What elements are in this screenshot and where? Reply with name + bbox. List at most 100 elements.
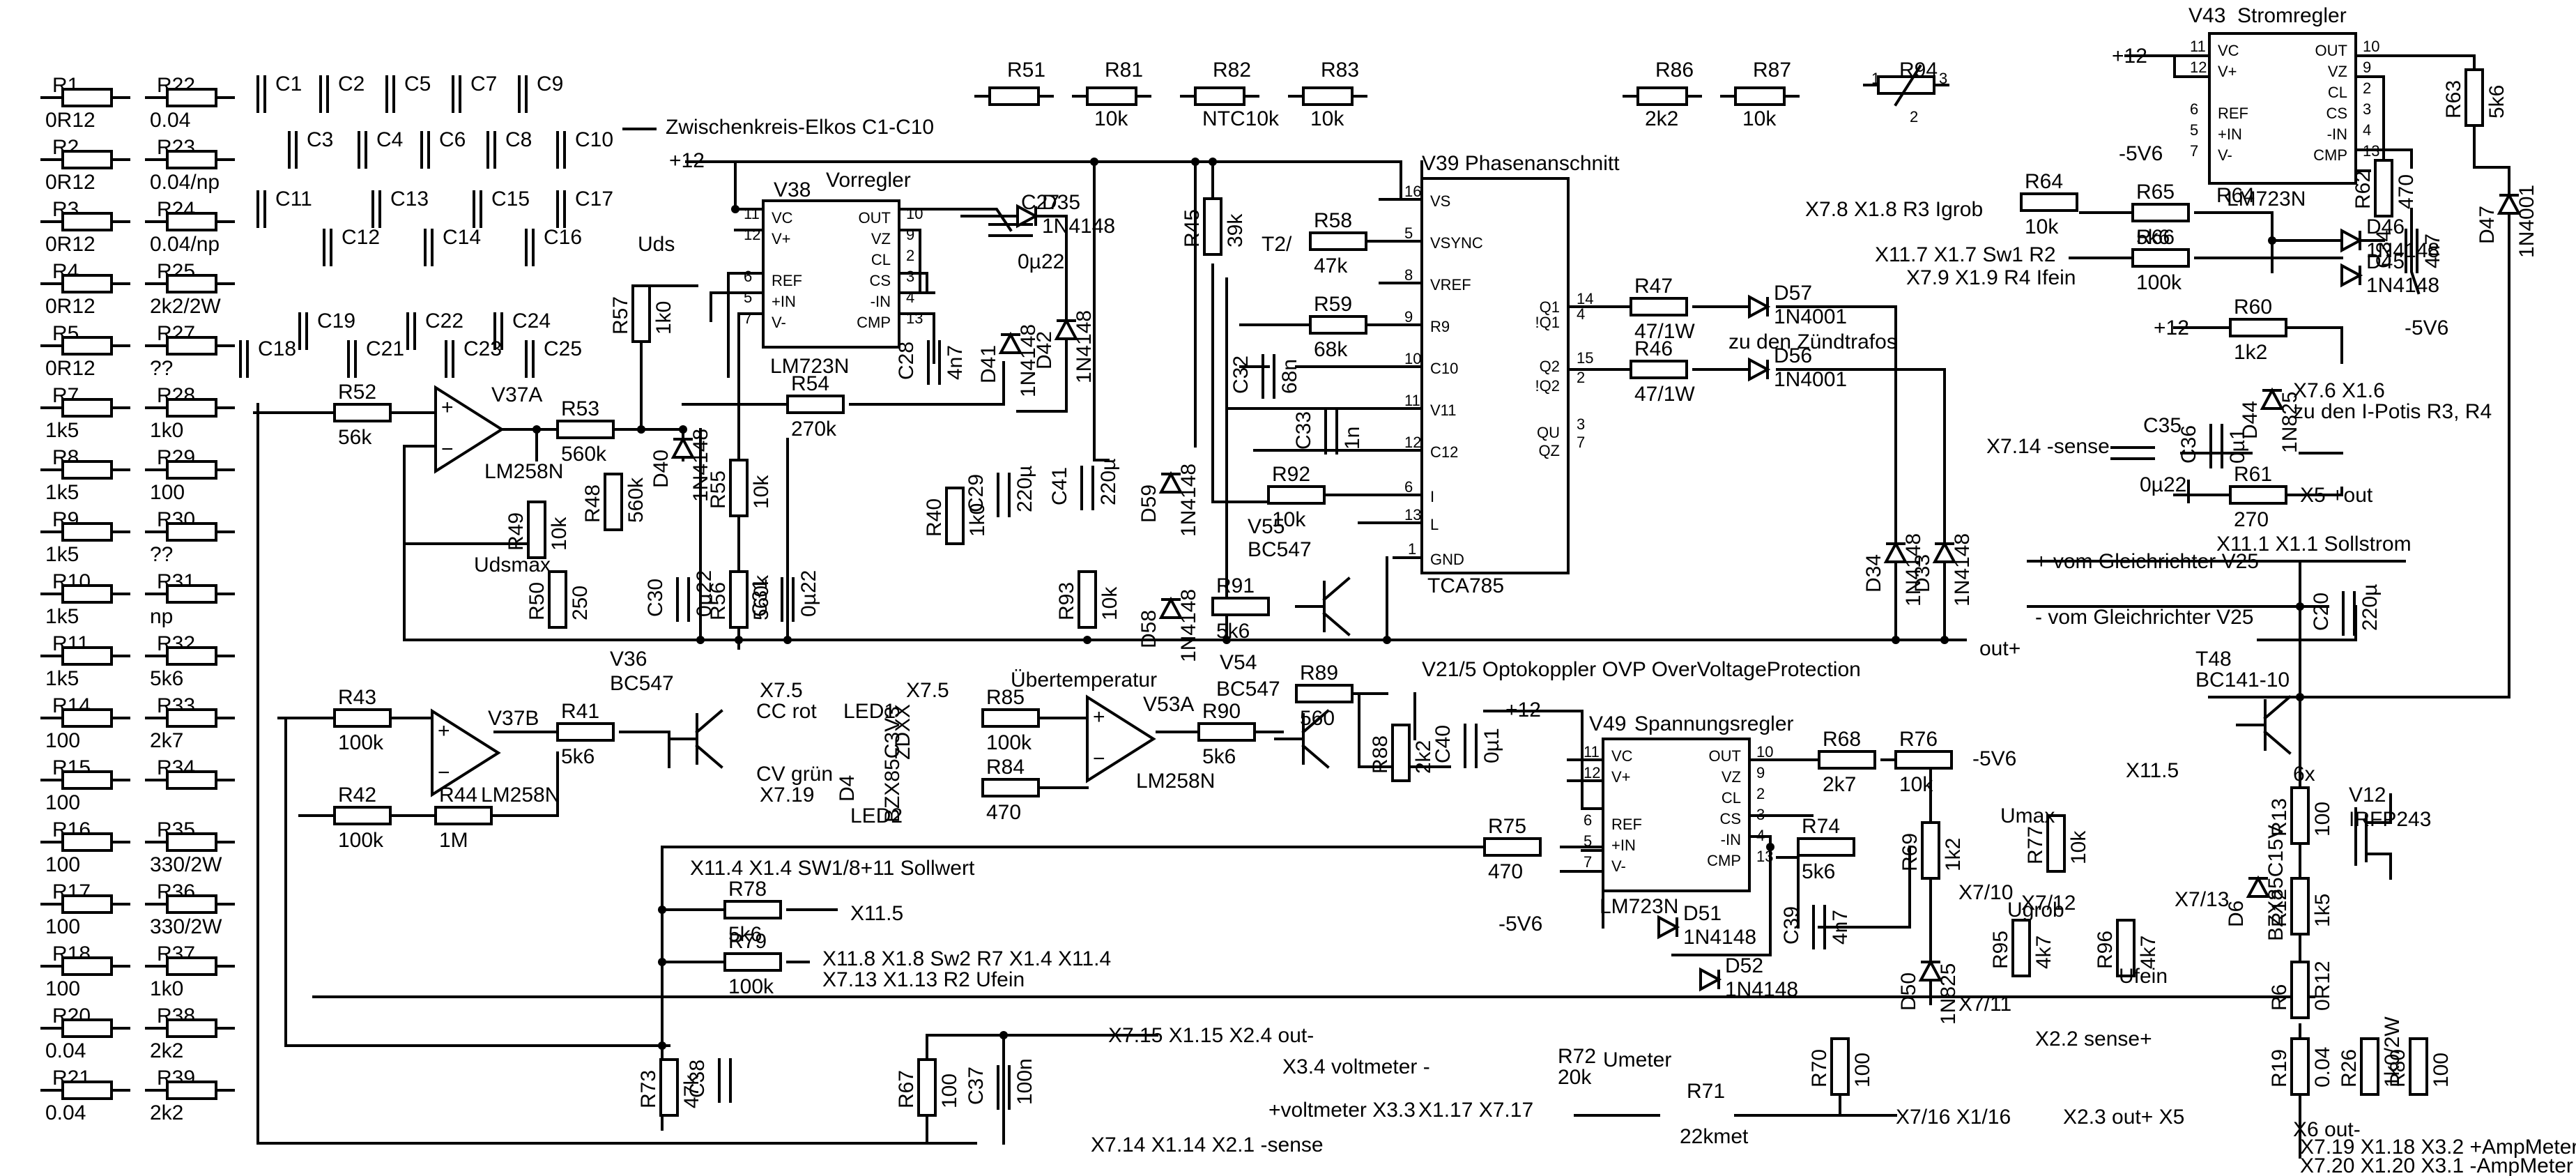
top-resistor: R51	[974, 59, 1054, 106]
ic-pin-name: CL	[2328, 84, 2347, 101]
pin-number: 7	[2190, 142, 2198, 160]
resistor-ref: R47	[1634, 275, 1673, 298]
bank-capacitor: C4	[358, 128, 403, 169]
resistor-ref: R81	[1105, 59, 1143, 82]
capacitor-ref: C31	[749, 579, 772, 617]
pin-number: 4	[1577, 305, 1585, 323]
resistor-symbol	[166, 832, 217, 852]
ic-pin-name: CS	[2326, 105, 2347, 122]
diode-value: 1N4001	[1774, 368, 1847, 391]
ic-pin-name: VS	[1430, 192, 1450, 210]
pin-number: 7	[1584, 853, 1592, 871]
transistor-v54	[1274, 709, 1330, 769]
v39-tca785: V39 Phasenanschnitt TCA785	[1420, 152, 1620, 597]
resistor-value: 100	[1851, 1053, 1874, 1087]
resistor-ref: R44	[439, 784, 477, 807]
resistor-symbol	[61, 646, 113, 666]
label-out-plus: out+	[1979, 637, 2021, 660]
diode-value: 1N4148	[1725, 978, 1798, 1001]
pin-number: 6	[2190, 100, 2198, 118]
capacitor-ref: C16	[544, 226, 582, 249]
resistor-ref: R86	[1655, 59, 1694, 82]
pin-number: 10	[906, 205, 923, 222]
resistor-symbol	[166, 1018, 217, 1038]
resistor-ref: R58	[1314, 209, 1352, 232]
label-umeter: Umeter	[1603, 1048, 1671, 1071]
capacitor-value: 0µ22	[797, 570, 820, 617]
bank-capacitor: C8	[486, 128, 532, 169]
label-x715: X7.15 X1.15 X2.4 out-	[1108, 1024, 1314, 1047]
resistor-value: 5k6	[728, 923, 762, 946]
ic-pin-name: V+	[1611, 768, 1631, 786]
pin-number: 11	[2190, 38, 2206, 55]
junction-dot	[1766, 843, 1774, 851]
bank-capacitor: C17	[556, 188, 613, 228]
pin-number: 5	[1584, 832, 1592, 850]
label-v12: +12	[2112, 45, 2147, 68]
diode-value: 1N4001	[1774, 305, 1847, 328]
pin-number: 8	[1404, 266, 1413, 284]
diode-value: 1N4148	[1177, 464, 1200, 537]
capacitor-ref: C10	[575, 128, 613, 151]
diode-ref: D34	[1862, 554, 1885, 593]
capacitor-value: 68n	[1278, 359, 1301, 394]
part-value: 0.04/np	[150, 233, 220, 256]
bank-capacitor: C13	[371, 188, 429, 228]
part-entry: R34	[145, 756, 235, 790]
label-r64-dup: R64	[2216, 184, 2255, 207]
pin-number: 10	[2363, 38, 2379, 55]
label-x34: X3.4 voltmeter -	[1282, 1055, 1430, 1078]
label-x716: X7/16 X1/16	[1896, 1106, 2011, 1129]
resistor-ref: R67	[895, 1070, 918, 1108]
label-uds: Uds	[638, 233, 675, 256]
resistor-ref: R75	[1488, 815, 1526, 838]
label-r71: R71	[1687, 1080, 1725, 1103]
resistor-ref: R78	[728, 878, 767, 901]
label-x714: X7.14 X1.14 X2.1 -sense	[1091, 1133, 1324, 1156]
pin-number: 10	[1756, 743, 1773, 761]
junction-dot	[637, 425, 645, 434]
resistor-value: 5k6	[1216, 620, 1250, 643]
pin-number: 13	[1404, 506, 1421, 524]
resistor-symbol	[166, 212, 217, 231]
resistor-ref: R82	[1213, 59, 1251, 82]
part-value: 100	[45, 853, 80, 876]
label-r72: R72	[1558, 1045, 1596, 1068]
capacitor-ref: C36	[2177, 425, 2200, 464]
label-sollstrom: X11.1 X1.1 Sollstrom	[2216, 533, 2412, 556]
part-value: 100	[45, 977, 80, 1000]
resistor-symbol	[166, 150, 217, 169]
pin-number: 13	[906, 310, 923, 327]
junction-dot	[2296, 602, 2304, 611]
label-ipotis1: X7.6 X1.6	[2293, 379, 2385, 402]
v43-stromregler: V43 Stromregler LM723N	[2188, 4, 2357, 211]
junction-dot	[783, 636, 792, 644]
opamp-minus: −	[441, 438, 454, 461]
label-amp-plus: X7.19 X1.18 X3.2 +AmpMeter	[2300, 1136, 2576, 1159]
label-ipotis2: zu den I-Potis R3, R4	[2293, 400, 2492, 423]
resistor-symbol	[166, 88, 217, 107]
bank-capacitor: C3	[288, 128, 333, 169]
ic-pin-name: -IN	[1721, 831, 1741, 848]
parts-list: R10R12R20R12R30R12R40R12R50R12R71k5R81k5…	[40, 74, 235, 1124]
label-x710: X7/10	[1958, 881, 2013, 904]
v39-title: V39 Phasenanschnitt	[1422, 152, 1620, 175]
ic-pin-name: OUT	[2315, 42, 2347, 59]
resistor-ref: R79	[728, 930, 767, 953]
transistor-v36	[668, 709, 723, 769]
ic-pin-name: CMP	[1707, 852, 1741, 869]
